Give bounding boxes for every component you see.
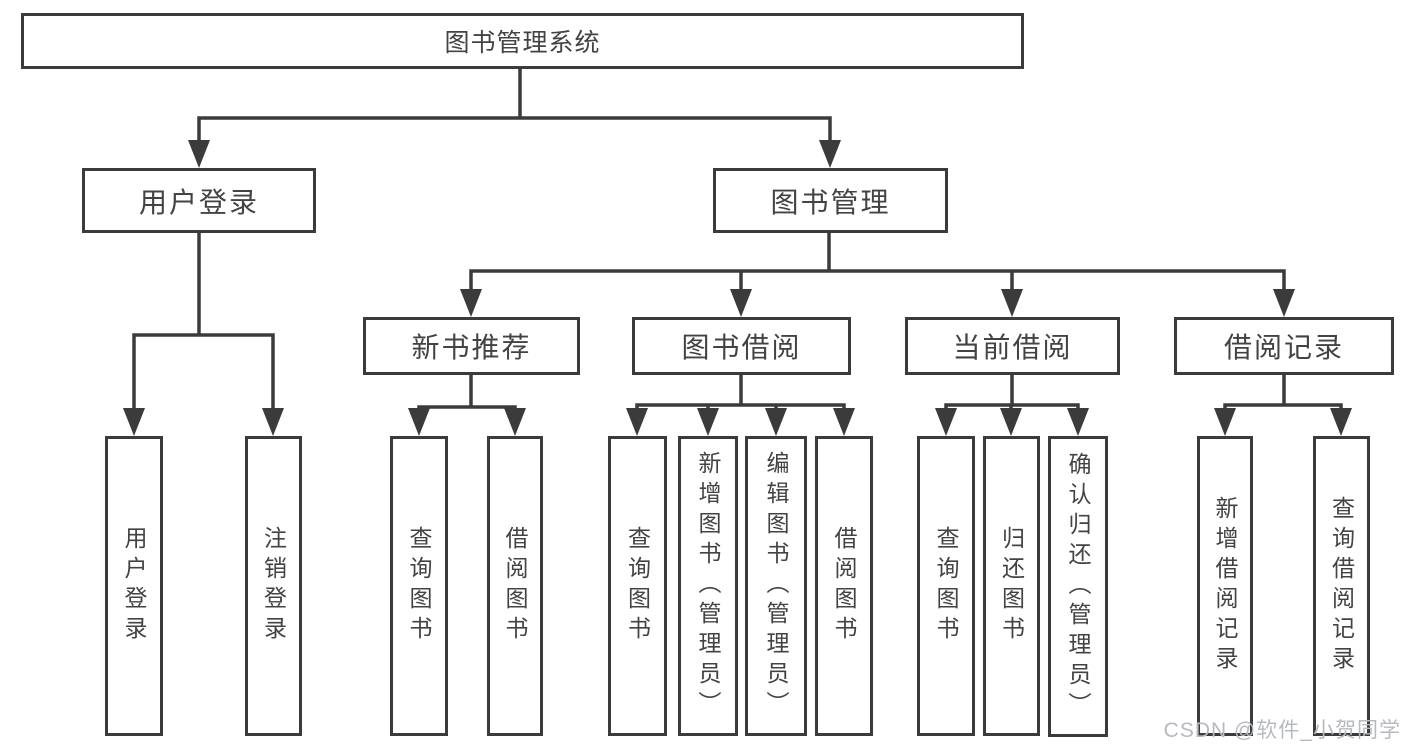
leaf-label: 查询图书: [406, 526, 432, 646]
leaf-query-books-recommend: 查询图书: [390, 436, 448, 736]
node-label: 借阅记录: [1223, 332, 1344, 363]
node-label: 图书管理系统: [444, 29, 601, 57]
node-label: 当前借阅: [952, 332, 1073, 363]
node-label: 图书借阅: [681, 332, 802, 363]
leaf-label: 确认归还（管理员）: [1065, 451, 1091, 722]
leaf-add-borrow-record: 新增借阅记录: [1197, 436, 1253, 736]
leaf-label: 查询借阅记录: [1328, 496, 1355, 676]
leaf-label: 归还图书: [998, 526, 1025, 646]
leaf-logout: 注销登录: [245, 436, 302, 736]
leaf-query-books-borrowing: 查询图书: [608, 436, 667, 736]
leaf-confirm-return-admin: 确认归还（管理员）: [1048, 436, 1108, 737]
leaf-label: 查询图书: [933, 526, 959, 646]
leaf-label: 新增借阅记录: [1212, 496, 1238, 676]
leaf-add-book-admin: 新增图书（管理员）: [678, 436, 738, 736]
leaf-label: 编辑图书（管理员）: [763, 451, 789, 721]
leaf-label: 借阅图书: [502, 526, 528, 646]
node-book-management: 图书管理: [713, 168, 948, 233]
leaf-label: 新增图书（管理员）: [695, 451, 721, 721]
leaf-return-book: 归还图书: [983, 436, 1040, 736]
leaf-borrow-books-recommend: 借阅图书: [487, 436, 543, 736]
node-label: 用户登录: [138, 186, 259, 218]
watermark: CSDN @软件_小贺同学: [1163, 719, 1401, 742]
leaf-edit-book-admin: 编辑图书（管理员）: [745, 436, 807, 736]
node-label: 图书管理: [770, 186, 891, 218]
leaf-user-login: 用户登录: [105, 436, 163, 736]
node-book-borrowing: 图书借阅: [632, 317, 851, 375]
node-user-login-branch: 用户登录: [82, 168, 316, 233]
leaf-query-books-current: 查询图书: [917, 436, 975, 736]
leaf-label: 查询图书: [624, 526, 651, 646]
node-library-management-system: 图书管理系统: [21, 13, 1024, 69]
leaf-label: 借阅图书: [831, 526, 857, 646]
leaf-label: 用户登录: [121, 526, 147, 646]
node-label: 新书推荐: [411, 332, 532, 363]
leaf-borrow-books-borrowing: 借阅图书: [815, 436, 873, 736]
leaf-label: 注销登录: [260, 526, 287, 646]
leaf-query-borrow-record: 查询借阅记录: [1313, 436, 1370, 736]
node-borrowing-records: 借阅记录: [1174, 317, 1394, 375]
node-new-book-recommendation: 新书推荐: [363, 317, 580, 375]
node-current-borrowing: 当前借阅: [905, 317, 1120, 375]
